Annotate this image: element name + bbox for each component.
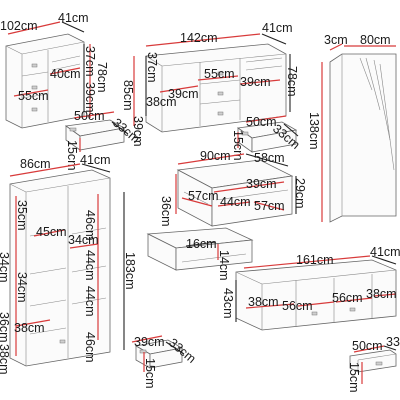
label-e-h: 36cm <box>159 196 173 227</box>
label-c-width: 80cm <box>360 33 391 47</box>
label-d-inner2: 34cm <box>68 233 99 247</box>
label-a-drawer: 55cm <box>18 89 49 103</box>
item-tv-bench <box>235 255 397 331</box>
dim-line-a-depth <box>61 21 85 33</box>
label-b-height2: 78cm <box>285 66 299 97</box>
item-sideboard-labels: 142cm 41cm 37cm 85cm 55cm 39cm 39cm 38cm… <box>121 21 299 147</box>
label-d-h4: 46cm <box>83 332 97 363</box>
item-mirror-labels: 3cm 80cm 138cm <box>307 33 391 150</box>
label-b-h3: 39cm <box>131 116 145 147</box>
label-b-height: 85cm <box>121 80 135 111</box>
label-d-inner3: 38cm <box>14 321 45 335</box>
label-g-d0: 38cm <box>248 295 279 309</box>
label-e-depth: 58cm <box>254 151 285 165</box>
item-display-cabinet <box>9 163 125 367</box>
label-g-depth: 41cm <box>370 245 400 259</box>
mirror-body <box>329 53 397 223</box>
label-g-d3: 38cm <box>366 287 397 301</box>
item-coffee-table-labels: 90cm 58cm 39cm 29cm 36cm 57cm 44cm 57cm <box>159 149 307 227</box>
label-d-depth: 41cm <box>80 153 111 167</box>
label-d-drawer-width: 39cm <box>134 335 165 349</box>
label-b-drawer-height: 15cm <box>231 130 245 161</box>
item-sideboard <box>133 33 291 133</box>
label-g-d2: 56cm <box>332 291 363 305</box>
label-d-s3: 34cm <box>15 272 29 303</box>
label-e-inner: 39cm <box>246 177 277 191</box>
label-d-inner1: 45cm <box>36 225 67 239</box>
label-d-h2: 44cm <box>83 250 97 281</box>
label-b-h1: 37cm <box>145 52 159 83</box>
label-g-drawer-height: 15cm <box>347 362 361 393</box>
label-a-depth: 41cm <box>58 11 89 25</box>
label-d-h1: 46cm <box>83 210 97 241</box>
label-c-height: 138cm <box>307 112 321 150</box>
display-cabinet-body <box>9 169 111 367</box>
label-a-h2: 39cm <box>83 82 97 113</box>
label-d-height: 183cm <box>123 252 137 290</box>
label-b-h2: 38cm <box>146 95 177 109</box>
label-e-width: 90cm <box>200 149 231 163</box>
label-d-s4: 36cm <box>0 312 11 343</box>
label-b-depth: 41cm <box>262 21 293 35</box>
label-b-width: 142cm <box>180 31 218 45</box>
item-display-cabinet-labels: 86cm 41cm 35cm 45cm 46cm 34cm 34cm 44cm … <box>0 153 137 375</box>
dim-line-a-width <box>7 21 61 35</box>
label-g-drawer-width: 50cm <box>352 339 383 353</box>
label-d-width: 86cm <box>20 157 51 171</box>
item-display-cabinet-drawer <box>131 335 185 372</box>
label-c-depth: 3cm <box>324 33 348 47</box>
label-a-drawer-height: 15cm <box>65 140 79 171</box>
label-f-width: 16cm <box>186 237 217 251</box>
label-d-h3: 44cm <box>83 286 97 317</box>
label-b-d3: 39cm <box>240 75 271 89</box>
item-sideboard-drawer <box>236 115 299 153</box>
label-a-inner: 40cm <box>50 67 81 81</box>
label-a-drawer-width: 50cm <box>74 109 105 123</box>
item-coffee-table <box>175 153 297 227</box>
label-e-d2: 44cm <box>220 195 251 209</box>
label-d-drawer-height: 15cm <box>143 358 157 389</box>
label-a-width: 102cm <box>0 19 38 33</box>
item-tv-bench-labels: 161cm 41cm 43cm 38cm 56cm 56cm 38cm <box>221 245 400 319</box>
label-f-h: 14cm <box>217 250 231 281</box>
label-b-d2: 39cm <box>168 87 199 101</box>
label-g-drawer-depth: 33cm <box>386 335 400 349</box>
chest-small-body <box>5 33 85 129</box>
item-mirror <box>321 43 397 223</box>
label-a-h1: 37cm <box>83 46 97 77</box>
item-chest-small-drawer <box>64 111 129 152</box>
label-d-s1: 35cm <box>15 200 29 231</box>
item-wall-shelf <box>146 227 254 271</box>
label-b-drawer-width: 50cm <box>246 115 277 129</box>
label-d-s2: 34cm <box>0 252 11 283</box>
item-chest-small <box>5 21 91 129</box>
label-g-d1: 56cm <box>282 299 313 313</box>
label-a-height: 78cm <box>95 62 109 93</box>
label-e-d1: 57cm <box>188 189 219 203</box>
label-e-d3: 57cm <box>254 199 285 213</box>
label-g-height: 43cm <box>221 288 235 319</box>
item-chest-small-labels: 102cm 41cm 40cm 55cm 37cm 39cm 78cm <box>0 11 109 113</box>
item-tv-bench-drawer <box>349 345 397 384</box>
label-e-height: 29cm <box>293 178 307 209</box>
label-g-width: 161cm <box>296 253 334 267</box>
label-b-d1: 55cm <box>204 67 235 81</box>
label-d-s5: 38cm <box>0 344 11 375</box>
